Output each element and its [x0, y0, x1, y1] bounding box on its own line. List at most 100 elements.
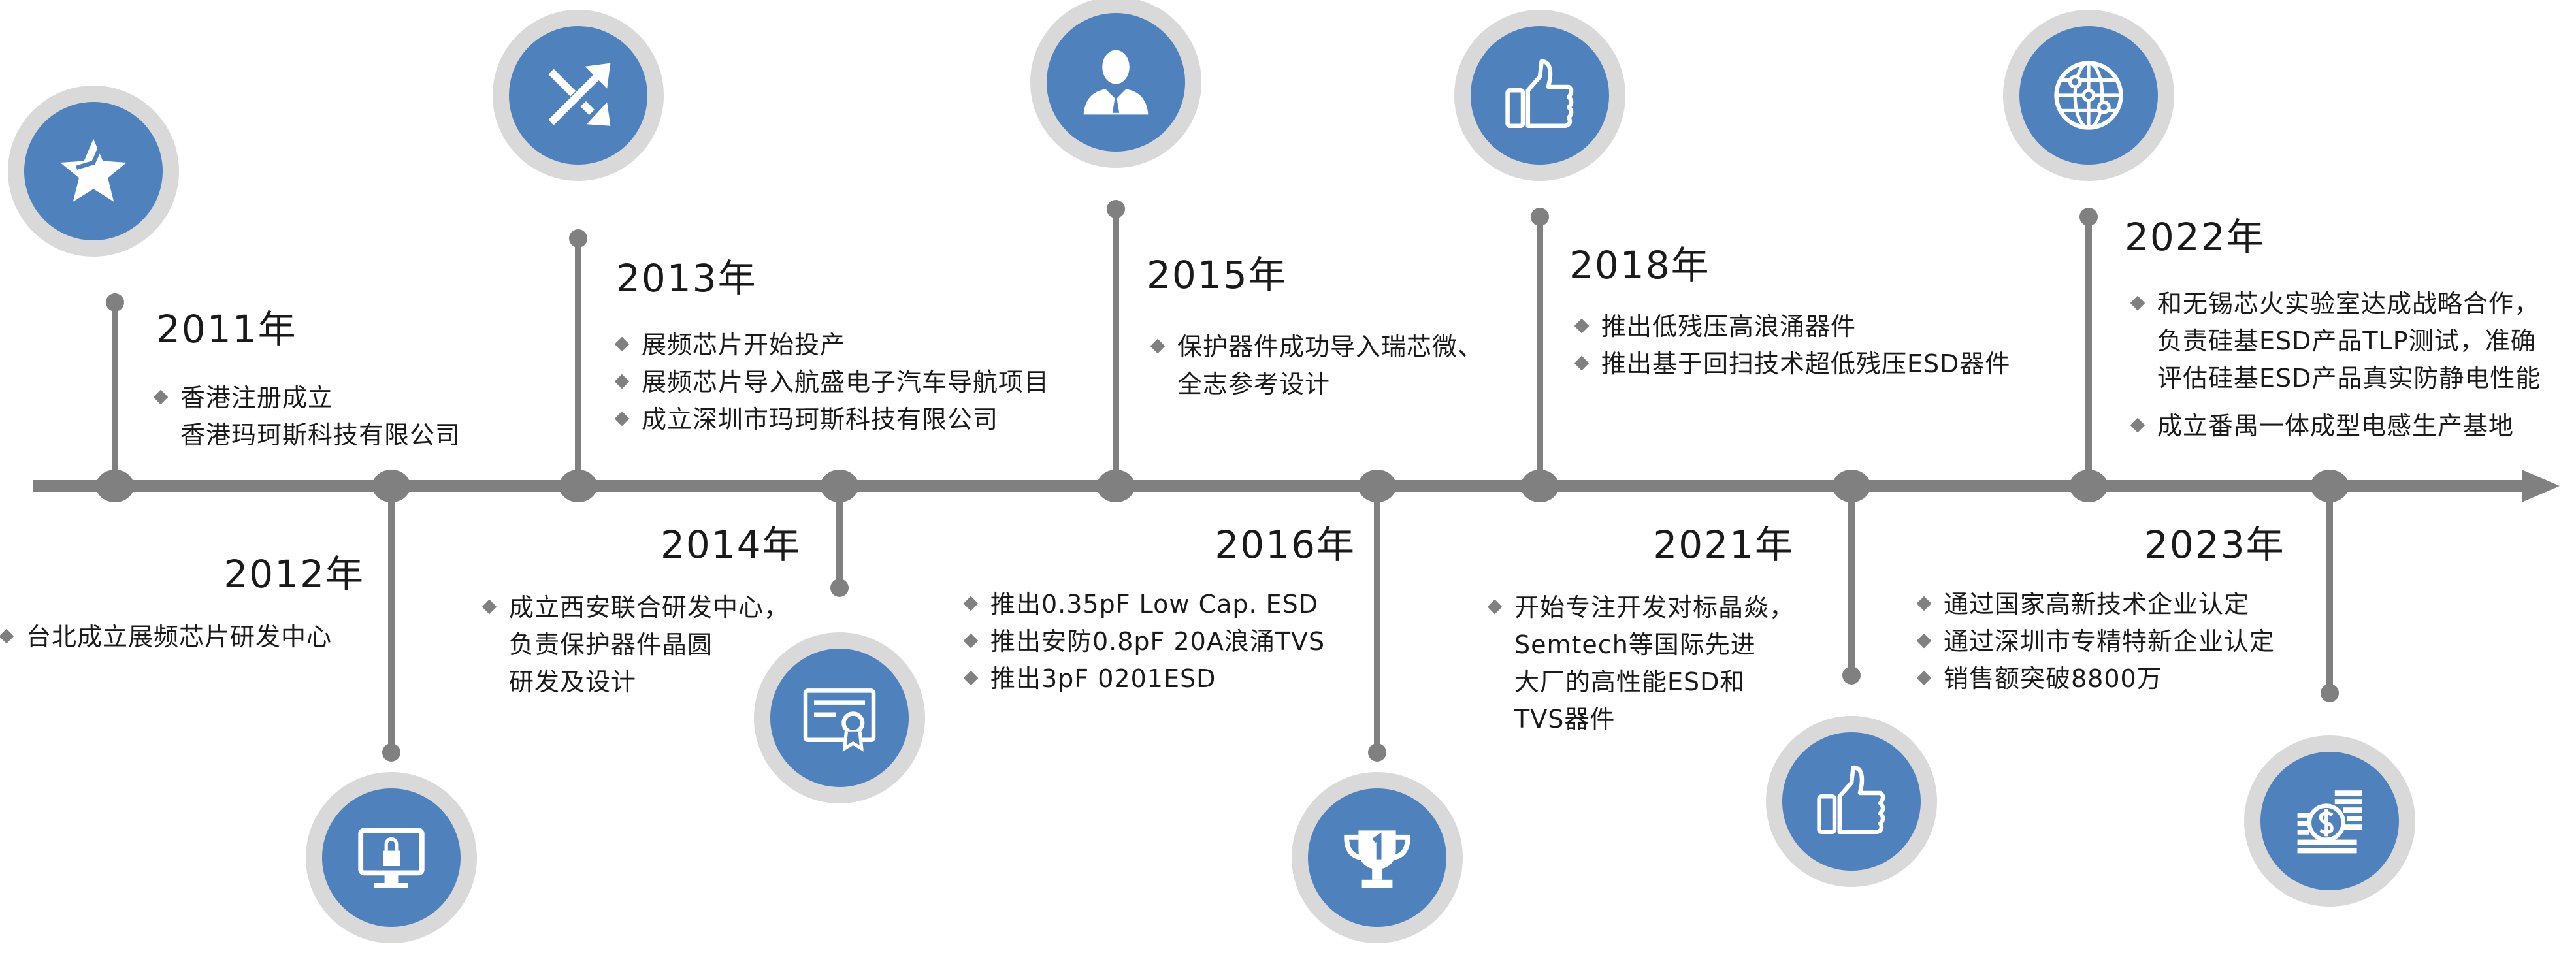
bullet-diamond-icon — [1487, 599, 1503, 615]
event-item: 和无锡芯火实验室达成战略合作， 负责硅基ESD产品TLP测试，准确评估硅基ESD产… — [2130, 285, 2541, 397]
stem-end-dot — [1368, 743, 1386, 762]
stem-end-dot — [2079, 208, 2098, 226]
timeline-node — [2311, 470, 2349, 502]
event-item-text: 负责硅基ESD产品TLP测试，准确 — [2157, 327, 2536, 355]
icon-badge — [2244, 735, 2415, 907]
event-item: 推出基于回扫技术超低残压ESD器件 — [1574, 346, 2011, 383]
event-details: 和无锡芯火实验室达成战略合作， 负责硅基ESD产品TLP测试，准确评估硅基ESD产… — [2130, 285, 2541, 445]
bullet-diamond-icon — [614, 374, 630, 389]
event-year: 2018年 — [1569, 243, 1710, 287]
star-icon — [24, 102, 163, 240]
icon-badge — [1292, 772, 1463, 943]
bullet-diamond-icon — [963, 633, 979, 649]
event-item-text: 研发及设计 — [509, 668, 637, 696]
timeline-node — [821, 470, 858, 502]
event-details: 通过国家高新技术企业认定通过深圳市专精特新企业认定销售额突破8800万 — [1916, 586, 2275, 698]
timeline-stem — [2326, 486, 2333, 693]
bullet-diamond-icon — [153, 389, 169, 405]
event-item-text: 通过深圳市专精特新企业认定 — [1944, 627, 2275, 656]
event-year: 2013年 — [616, 256, 757, 300]
businessman-icon — [1047, 13, 1185, 152]
event-item-text: 成立深圳市玛珂斯科技有限公司 — [642, 405, 999, 434]
event-item-text: 成立番禺一体成型电感生产基地 — [2157, 412, 2515, 440]
timeline-node — [559, 470, 597, 502]
event-item-text: 台北成立展频芯片研发中心 — [26, 622, 333, 651]
event-year: 2012年 — [223, 552, 365, 596]
event-item: 成立深圳市玛珂斯科技有限公司 — [614, 401, 1049, 438]
timeline-stem — [2085, 217, 2092, 486]
timeline-stem — [1537, 217, 1543, 486]
monitor-lock-icon — [322, 788, 461, 927]
timeline-stem — [112, 302, 118, 486]
bullet-diamond-icon — [2130, 295, 2145, 311]
event-item: 台北成立展频芯片研发中心 — [0, 619, 332, 656]
stem-end-dot — [1107, 200, 1125, 218]
icon-badge — [8, 86, 179, 257]
timeline-stem — [388, 486, 395, 752]
stem-end-dot — [1531, 208, 1549, 226]
trophy-icon — [1308, 788, 1446, 927]
event-details: 开始专注开发对标晶焱， Semtech等国际先进大厂的高性能ESD和 TVS器件 — [1487, 589, 1795, 738]
shuffle-arrows-icon — [509, 26, 647, 165]
stem-end-dot — [830, 579, 849, 597]
timeline-node — [372, 470, 410, 502]
event-item-text: Semtech等国际先进 — [1514, 630, 1756, 659]
timeline-node — [1833, 470, 1870, 502]
event-item-text: 推出低残压高浪涌器件 — [1601, 312, 1857, 341]
event-item-text: 展频芯片导入航盛电子汽车导航项目 — [642, 368, 1050, 396]
event-details: 台北成立展频芯片研发中心 — [0, 619, 332, 656]
event-year: 2021年 — [1653, 523, 1794, 567]
event-item: 展频芯片导入航盛电子汽车导航项目 — [614, 364, 1050, 401]
timeline-node — [1521, 470, 1559, 502]
event-item-text: 推出安防0.8pF 20A浪涌TVS — [990, 627, 1326, 656]
bullet-diamond-icon — [963, 596, 979, 611]
event-year: 2023年 — [2144, 523, 2285, 567]
bullet-diamond-icon — [1574, 355, 1590, 371]
event-item: 成立西安联合研发中心，负责保护器件晶圆研发及设计 — [481, 589, 789, 701]
icon-badge — [1030, 0, 1201, 168]
bullet-diamond-icon — [614, 411, 630, 427]
timeline-stem — [575, 238, 581, 486]
event-year: 2015年 — [1147, 253, 1288, 297]
stem-end-dot — [2321, 684, 2339, 702]
event-year: 2011年 — [156, 307, 297, 351]
stem-end-dot — [1842, 666, 1861, 685]
event-year: 2016年 — [1215, 523, 1356, 567]
event-item: 香港注册成立香港玛珂斯科技有限公司 — [153, 380, 461, 454]
bullet-diamond-icon — [481, 599, 497, 615]
event-item-text: 评估硅基ESD产品真实防静电性能 — [2157, 364, 2541, 393]
event-item: 推出3pF 0201ESD — [963, 660, 1325, 698]
event-details: 香港注册成立香港玛珂斯科技有限公司 — [153, 380, 461, 454]
event-item-text: 保护器件成功导入瑞芯微、 — [1177, 332, 1484, 361]
event-details: 保护器件成功导入瑞芯微、全志参考设计 — [1150, 329, 1484, 403]
timeline-node — [1358, 470, 1396, 502]
thumbs-up-icon — [1782, 732, 1921, 871]
timeline-stem — [1848, 486, 1855, 675]
event-year: 2014年 — [660, 523, 802, 567]
bullet-diamond-icon — [0, 628, 14, 644]
event-item: 通过国家高新技术企业认定 — [1916, 586, 2275, 623]
event-item: 推出安防0.8pF 20A浪涌TVS — [963, 623, 1326, 660]
event-details: 推出低残压高浪涌器件推出基于回扫技术超低残压ESD器件 — [1574, 308, 2011, 383]
event-details: 成立西安联合研发中心，负责保护器件晶圆研发及设计 — [481, 589, 789, 701]
event-item-text: 展频芯片开始投产 — [642, 331, 846, 359]
event-item-text: TVS器件 — [1514, 705, 1616, 734]
event-item-text: 通过国家高新技术企业认定 — [1944, 590, 2250, 619]
timeline-node — [2070, 470, 2108, 502]
icon-badge — [306, 772, 477, 943]
event-item-text: 全志参考设计 — [1177, 370, 1331, 398]
event-item: 展频芯片开始投产 — [614, 327, 1049, 364]
icon-badge — [2003, 10, 2174, 181]
stem-end-dot — [382, 743, 400, 762]
event-item-text: 开始专注开发对标晶焱， — [1514, 593, 1795, 622]
event-item-text: 和无锡芯火实验室达成战略合作， — [2157, 289, 2540, 318]
bullet-diamond-icon — [614, 336, 630, 352]
event-item-text: 大厂的高性能ESD和 — [1514, 668, 1746, 696]
coins-dollar-icon — [2260, 752, 2399, 890]
event-item-text: 推出基于回扫技术超低残压ESD器件 — [1601, 349, 2011, 378]
stem-end-dot — [106, 293, 124, 312]
event-item: 推出低残压高浪涌器件 — [1574, 308, 2010, 346]
stem-end-dot — [569, 229, 587, 248]
